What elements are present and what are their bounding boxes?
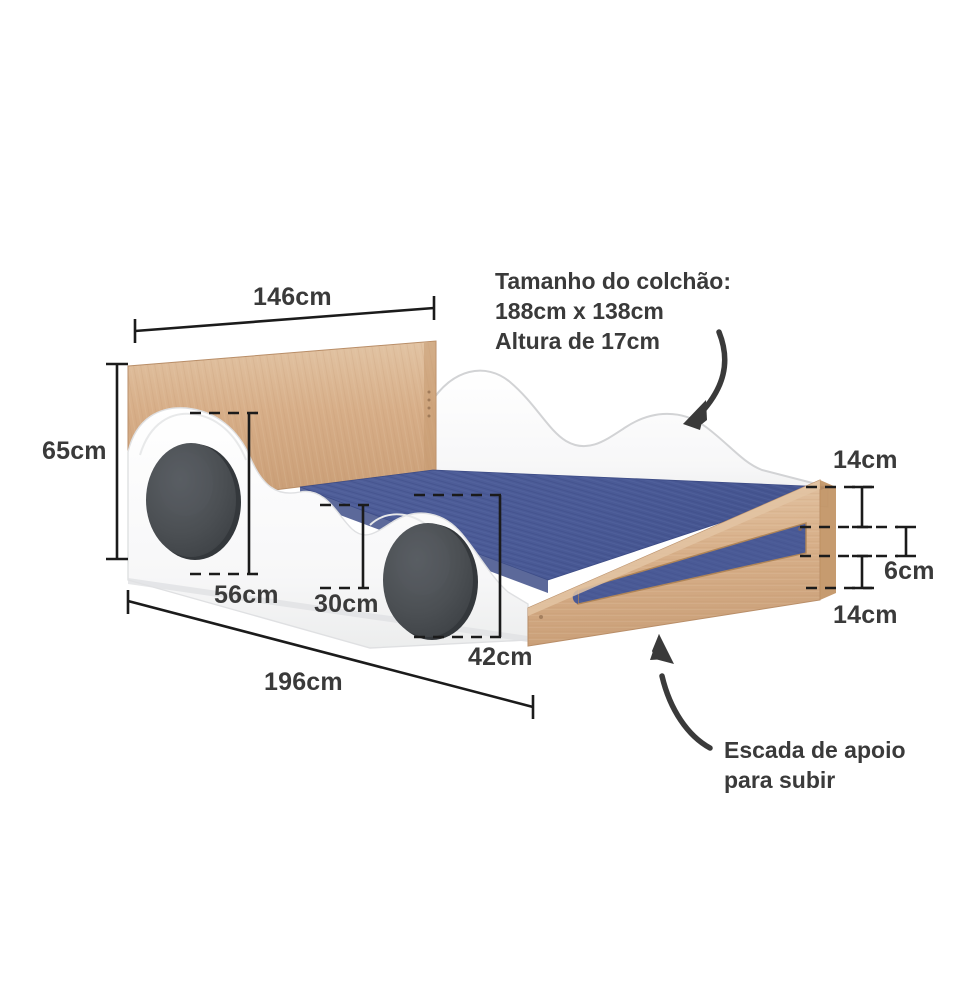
dimension-label-196cm: 196cm — [264, 668, 343, 696]
dimline-146cm — [133, 296, 436, 343]
dimension-label-30cm: 30cm — [314, 590, 379, 618]
annotation-step-line-2: para subir — [724, 767, 836, 793]
dimline-196cm — [126, 590, 535, 719]
annotation-step-support: Escada de apoio para subir — [724, 735, 906, 795]
dimline-42cm — [414, 493, 509, 639]
dimline-56cm — [190, 411, 258, 576]
dimline-step-cluster — [800, 485, 916, 590]
annotation-mattress-line-3: Altura de 17cm — [495, 328, 660, 354]
wheel-rear — [383, 523, 478, 640]
arrow-to-mattress — [683, 329, 728, 430]
footboard-with-step — [527, 479, 836, 647]
dimension-lines — [106, 296, 916, 719]
dimension-label-65cm: 65cm — [42, 437, 107, 465]
dimension-label-56cm: 56cm — [214, 581, 279, 609]
far-side-wave-panel — [429, 369, 829, 508]
annotation-mattress-line-2: 188cm x 138cm — [495, 298, 664, 324]
arrow-to-step — [650, 634, 713, 751]
dimline-65cm — [106, 362, 128, 561]
dimension-label-146cm: 146cm — [253, 283, 332, 311]
bed-body — [127, 340, 836, 649]
callout-arrows — [650, 329, 728, 751]
wheel-front — [146, 443, 241, 560]
annotation-step-line-1: Escada de apoio — [724, 737, 906, 763]
dimline-30cm — [320, 503, 372, 590]
dimension-label-step-bottom-14cm: 14cm — [833, 601, 898, 629]
annotation-mattress-line-1: Tamanho do colchão: — [495, 268, 731, 294]
dimension-label-step-top-14cm: 14cm — [833, 446, 898, 474]
dimension-label-42cm: 42cm — [468, 643, 533, 671]
annotation-mattress-size: Tamanho do colchão: 188cm x 138cm Altura… — [495, 266, 731, 356]
dimension-label-step-gap-6cm: 6cm — [884, 557, 935, 585]
